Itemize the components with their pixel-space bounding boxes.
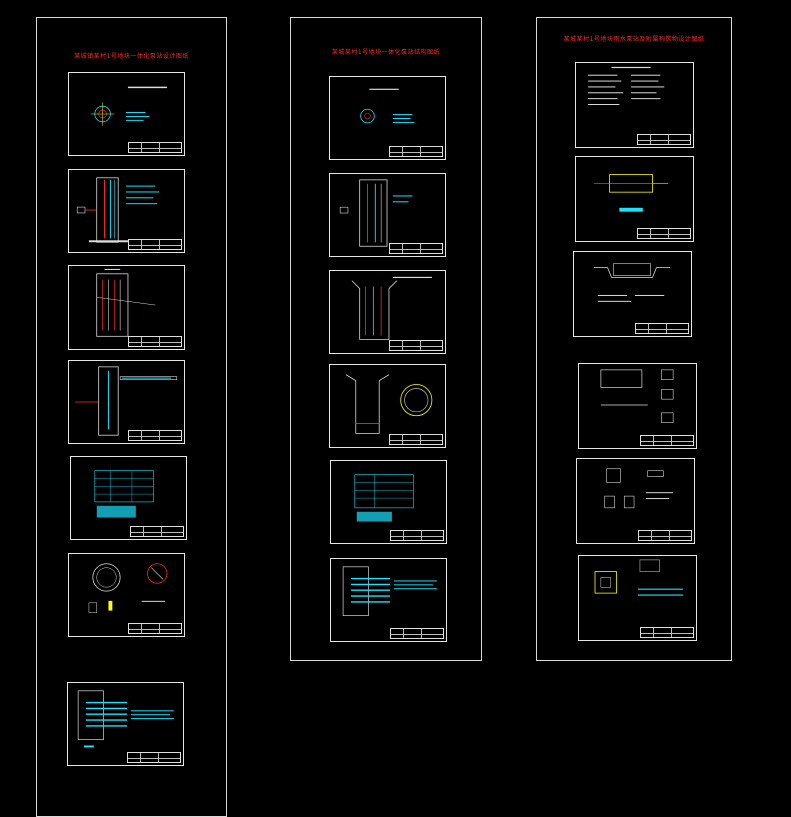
sheet-drawing <box>351 276 432 340</box>
drawing-sheet[interactable] <box>329 364 446 448</box>
drawing-sheet[interactable] <box>68 553 185 637</box>
sheet-drawing <box>88 563 168 613</box>
title-block <box>637 134 691 145</box>
title-block <box>389 434 443 445</box>
sheet-drawing <box>360 88 415 124</box>
drawing-sheet[interactable] <box>68 169 185 253</box>
drawing-sheet[interactable] <box>67 682 184 766</box>
sheet-drawing <box>594 559 683 596</box>
title-block <box>128 430 182 441</box>
drawing-sheet[interactable] <box>70 456 187 540</box>
sheet-drawing <box>96 268 156 337</box>
sheet-drawing <box>604 468 674 509</box>
sheet-drawing <box>90 86 168 126</box>
title-block <box>389 340 443 351</box>
title-block <box>128 239 182 250</box>
drawing-sheet[interactable] <box>575 156 694 242</box>
drawing-sheet[interactable] <box>329 173 446 257</box>
drawing-sheet[interactable] <box>68 72 185 156</box>
drawing-column-2: 某城某村1号地块一体化泵站结构图纸 <box>290 17 482 661</box>
sheet-drawing <box>339 179 413 247</box>
title-block <box>389 243 443 254</box>
drawing-sheet[interactable] <box>68 265 185 350</box>
title-block <box>390 530 444 541</box>
title-block <box>128 336 182 347</box>
title-block <box>128 623 182 634</box>
title-block <box>389 146 443 157</box>
sheet-drawing <box>593 174 669 212</box>
drawing-sheet[interactable] <box>573 251 692 337</box>
column-title: 某城某村1号地块一体化泵站结构图纸 <box>331 49 441 56</box>
title-block <box>637 228 691 239</box>
title-block <box>640 627 694 638</box>
drawing-sheet[interactable] <box>575 62 694 148</box>
drawing-sheet[interactable] <box>578 555 697 641</box>
sheet-drawing <box>76 177 160 243</box>
sheet-drawing <box>75 366 178 436</box>
sheet-drawing <box>354 474 414 522</box>
drawing-sheet[interactable] <box>330 460 447 544</box>
sheet-drawing <box>94 470 154 518</box>
sheet-drawing <box>77 690 174 748</box>
sheet-drawing <box>342 566 437 616</box>
title-block <box>638 530 692 541</box>
sheet-drawing <box>345 374 433 434</box>
title-block <box>128 142 182 153</box>
title-block <box>390 628 444 639</box>
sheet-drawing <box>593 263 671 302</box>
sheet-drawing <box>588 66 665 105</box>
drawing-column-3: 某城某村1号地块雨水泵站及附属构筑物设计图纸 <box>536 17 732 661</box>
drawing-sheet[interactable] <box>576 458 695 544</box>
drawing-sheet[interactable] <box>329 270 446 354</box>
title-block <box>127 752 181 763</box>
title-block <box>635 323 689 334</box>
drawing-sheet[interactable] <box>68 360 185 444</box>
drawing-sheet[interactable] <box>330 558 447 642</box>
drawing-sheet[interactable] <box>578 363 697 449</box>
column-title: 某城镇某村1号地块一体化泵站设计图纸 <box>74 53 189 60</box>
column-title: 某城某村1号地块雨水泵站及附属构筑物设计图纸 <box>563 36 705 43</box>
drawing-sheet[interactable] <box>329 76 446 160</box>
title-block <box>640 435 694 446</box>
title-block <box>130 526 184 537</box>
sheet-drawing <box>600 369 674 423</box>
